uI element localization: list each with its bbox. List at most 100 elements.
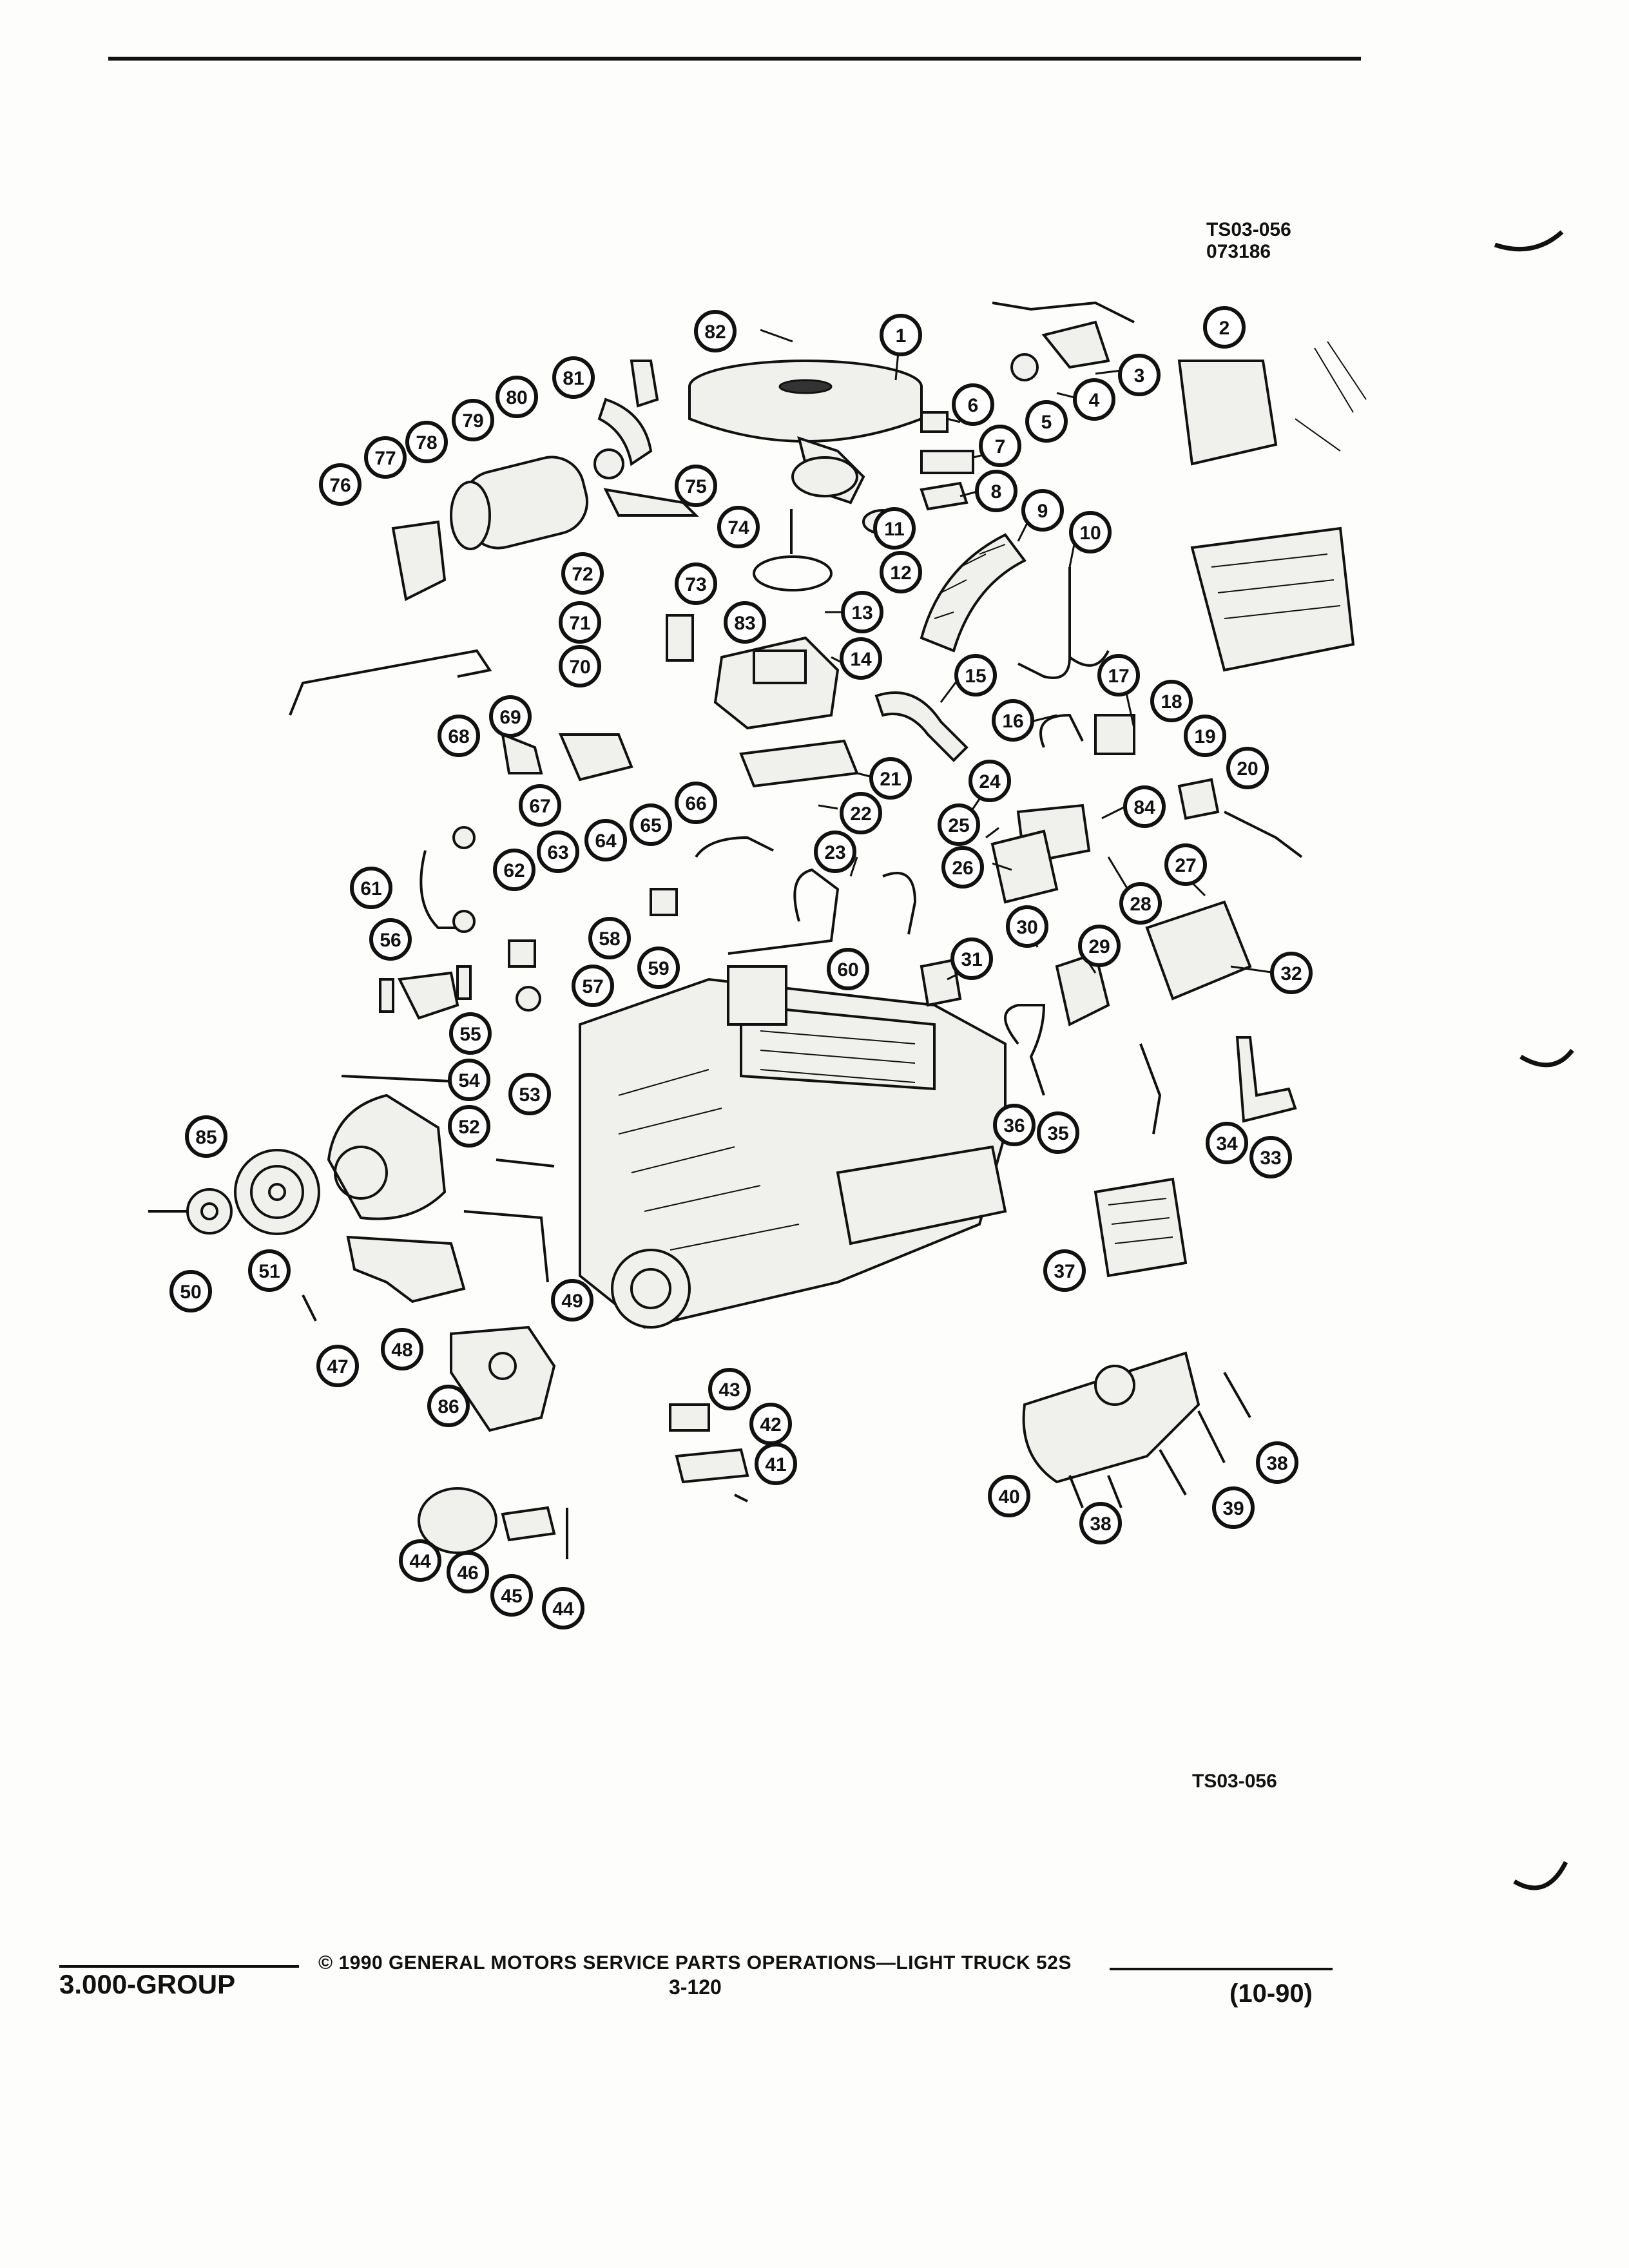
callout-63: 63 xyxy=(537,831,579,873)
svg-text:56: 56 xyxy=(380,930,401,951)
air-cleaner-gasket xyxy=(753,555,833,591)
callout-34: 34 xyxy=(1206,1122,1248,1164)
svg-text:63: 63 xyxy=(547,842,568,863)
tube-66 xyxy=(695,836,774,858)
svg-text:61: 61 xyxy=(360,878,381,899)
svg-text:18: 18 xyxy=(1161,691,1182,713)
pump-52-face xyxy=(334,1146,388,1200)
svg-text:52: 52 xyxy=(458,1117,479,1138)
part-drawings xyxy=(148,301,1367,1559)
svg-text:74: 74 xyxy=(728,517,749,539)
svg-text:83: 83 xyxy=(734,613,755,634)
group-label: 3.000-GROUP xyxy=(59,1969,236,1999)
wiring-upper-right xyxy=(1295,341,1367,452)
binder-mark-2 xyxy=(1519,1048,1574,1068)
callout-38a: 38 xyxy=(1256,1441,1298,1484)
callout-41: 41 xyxy=(755,1443,797,1485)
svg-text:41: 41 xyxy=(765,1454,786,1475)
svg-text:15: 15 xyxy=(965,666,986,687)
part-45 xyxy=(501,1506,556,1542)
canister-hose xyxy=(597,398,653,466)
component-3 xyxy=(1041,320,1110,369)
callout-59: 59 xyxy=(637,947,680,989)
svg-text:6: 6 xyxy=(968,395,979,416)
svg-text:59: 59 xyxy=(648,958,669,979)
svg-text:14: 14 xyxy=(850,649,872,670)
callout-55: 55 xyxy=(449,1012,492,1055)
manifold-studs xyxy=(1068,1372,1251,1508)
callout-74: 74 xyxy=(717,506,760,548)
svg-text:44: 44 xyxy=(409,1551,431,1572)
callout-37: 37 xyxy=(1043,1249,1086,1292)
callout-86: 86 xyxy=(427,1385,470,1427)
callout-27: 27 xyxy=(1164,843,1207,886)
air-cleaner-body xyxy=(688,387,923,443)
callout-30: 30 xyxy=(1006,905,1048,948)
part-57 xyxy=(516,986,541,1012)
callout-50: 50 xyxy=(169,1270,212,1312)
part-64 xyxy=(650,888,678,916)
svg-text:48: 48 xyxy=(391,1340,412,1361)
callout-29: 29 xyxy=(1078,925,1121,967)
svg-text:47: 47 xyxy=(327,1356,348,1378)
svg-text:50: 50 xyxy=(180,1282,201,1303)
callout-75: 75 xyxy=(675,465,717,507)
callout-53: 53 xyxy=(508,1073,551,1115)
part-20 xyxy=(1224,811,1303,858)
callout-2: 2 xyxy=(1203,306,1246,349)
svg-text:3: 3 xyxy=(1134,365,1145,387)
tube-60 xyxy=(728,868,840,955)
svg-text:60: 60 xyxy=(837,959,858,981)
duct-ribs xyxy=(934,544,1006,619)
svg-text:71: 71 xyxy=(569,613,590,634)
throttle-body-top xyxy=(753,649,807,684)
svg-text:51: 51 xyxy=(258,1261,280,1282)
callout-group: 1 2 3 4 5 6 7 8 9 10 11 12 13 14 15 16 1… xyxy=(169,306,1313,1629)
svg-text:65: 65 xyxy=(640,815,661,836)
callout-81: 81 xyxy=(552,356,595,399)
pulley-51-groove xyxy=(250,1165,304,1219)
bracket-34 xyxy=(1235,1036,1297,1123)
callout-68: 68 xyxy=(438,715,480,757)
ecm-27 xyxy=(1145,900,1252,1001)
svg-text:5: 5 xyxy=(1041,412,1052,433)
air-cleaner-snorkel-end xyxy=(791,456,858,497)
canister-end xyxy=(450,481,491,550)
callout-42: 42 xyxy=(749,1403,792,1445)
svg-text:64: 64 xyxy=(595,831,617,852)
callout-12: 12 xyxy=(880,551,922,593)
svg-text:10: 10 xyxy=(1079,523,1101,544)
wire-harness-top xyxy=(992,301,1135,323)
part-6 xyxy=(920,411,949,433)
callout-6: 6 xyxy=(952,383,994,426)
callout-20: 20 xyxy=(1226,747,1269,789)
callout-56: 56 xyxy=(369,918,412,961)
callout-71: 71 xyxy=(559,601,601,644)
callout-67: 67 xyxy=(519,784,561,827)
callout-15: 15 xyxy=(954,654,997,697)
svg-text:28: 28 xyxy=(1130,894,1151,915)
callout-80: 80 xyxy=(496,376,538,418)
callout-38b: 38 xyxy=(1079,1502,1122,1544)
illustration-code-bottom: TS03-056 xyxy=(1192,1771,1277,1792)
svg-text:62: 62 xyxy=(503,860,525,881)
svg-text:27: 27 xyxy=(1175,855,1196,876)
callout-22: 22 xyxy=(840,792,882,834)
svg-text:67: 67 xyxy=(529,796,550,817)
svg-text:38: 38 xyxy=(1266,1453,1287,1474)
svg-text:53: 53 xyxy=(519,1084,540,1106)
component-2 xyxy=(1177,360,1278,466)
callout-83: 83 xyxy=(724,601,766,644)
pulley-50 xyxy=(186,1188,233,1235)
intake-opening xyxy=(727,965,787,1026)
callout-58: 58 xyxy=(588,917,631,959)
callout-73: 73 xyxy=(675,562,717,605)
callout-61: 61 xyxy=(350,867,392,909)
callout-64: 64 xyxy=(584,819,627,861)
svg-text:45: 45 xyxy=(501,1586,522,1607)
svg-text:2: 2 xyxy=(1219,318,1230,339)
harness-36 xyxy=(1004,1004,1046,1096)
bracket-75 xyxy=(603,488,699,517)
svg-text:25: 25 xyxy=(948,815,969,836)
svg-text:20: 20 xyxy=(1237,758,1258,780)
